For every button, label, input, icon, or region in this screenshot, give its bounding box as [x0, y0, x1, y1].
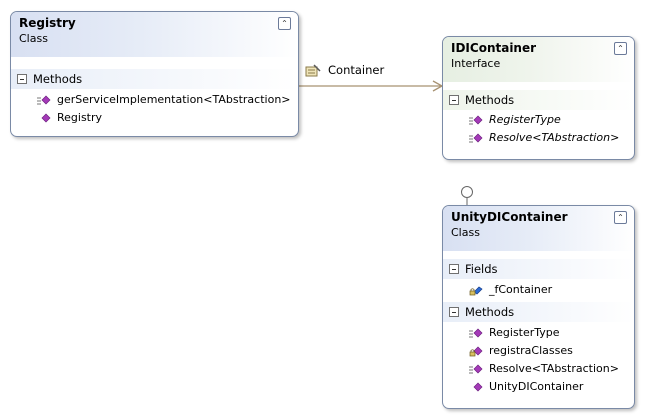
method-name: RegisterType — [489, 326, 560, 339]
method-name: Resolve<TAbstraction> — [489, 131, 620, 144]
method-name: RegisterType — [489, 113, 561, 126]
method-member[interactable]: Resolve<TAbstraction> — [443, 129, 634, 147]
interface-lollipop-icon[interactable] — [461, 186, 473, 198]
collapse-toggle-icon[interactable] — [449, 264, 459, 274]
registry-header: Registry Class ⌃ — [11, 12, 298, 57]
method-icon — [469, 133, 483, 143]
idicontainer-kind: Interface — [451, 57, 501, 70]
method-name: Resolve<TAbstraction> — [489, 362, 619, 375]
method-name: gerServiceImplementation<TAbstraction> — [57, 93, 291, 106]
private-field-icon — [469, 286, 483, 296]
method-icon — [473, 382, 483, 392]
field-member[interactable]: _fContainer — [443, 281, 634, 299]
registry-methods-section[interactable]: Methods — [11, 69, 298, 89]
collapse-toggle-icon[interactable] — [449, 95, 459, 105]
method-name: UnityDIContainer — [489, 380, 584, 393]
idicontainer-methods-section[interactable]: Methods — [443, 90, 634, 110]
idicontainer-interface-shape[interactable]: IDIContainer Interface ⌃ Methods Registe… — [442, 36, 635, 160]
method-member[interactable]: RegisterType — [443, 111, 634, 129]
unitydicontainer-name: UnityDIContainer — [451, 210, 568, 224]
section-title: Methods — [33, 72, 83, 86]
property-icon — [305, 64, 321, 77]
method-member[interactable]: registraClasses — [443, 342, 634, 360]
section-title: Methods — [465, 305, 515, 319]
method-name: Registry — [57, 111, 103, 124]
collapse-toggle-icon[interactable] — [449, 307, 459, 317]
method-member[interactable]: RegisterType — [443, 324, 634, 342]
unitydicontainer-fields-section[interactable]: Fields — [443, 259, 634, 279]
registry-class-name: Registry — [19, 16, 76, 30]
collapse-toggle-icon[interactable] — [17, 74, 27, 84]
method-icon — [469, 328, 483, 338]
section-title: Fields — [465, 262, 498, 276]
registry-collapse-button[interactable]: ⌃ — [278, 17, 291, 30]
registry-class-shape[interactable]: Registry Class ⌃ Methods gerServiceImple… — [10, 11, 299, 137]
registry-class-kind: Class — [19, 32, 48, 45]
unitydicontainer-collapse-button[interactable]: ⌃ — [614, 211, 627, 224]
method-member[interactable]: Registry — [11, 109, 298, 127]
section-title: Methods — [465, 93, 515, 107]
unitydicontainer-class-shape[interactable]: UnityDIContainer Class ⌃ Fields _fContai… — [442, 205, 635, 409]
private-method-icon — [469, 346, 483, 357]
idicontainer-name: IDIContainer — [451, 41, 537, 55]
method-member[interactable]: Resolve<TAbstraction> — [443, 360, 634, 378]
method-icon — [37, 95, 51, 105]
method-member[interactable]: gerServiceImplementation<TAbstraction> — [11, 91, 298, 109]
unitydicontainer-header: UnityDIContainer Class ⌃ — [443, 206, 634, 251]
field-name: _fContainer — [489, 283, 553, 296]
association-label-text: Container — [328, 63, 385, 77]
method-member[interactable]: UnityDIContainer — [443, 378, 634, 396]
unitydicontainer-methods-section[interactable]: Methods — [443, 302, 634, 322]
unitydicontainer-kind: Class — [451, 226, 480, 239]
idicontainer-header: IDIContainer Interface ⌃ — [443, 37, 634, 82]
idicontainer-collapse-button[interactable]: ⌃ — [614, 42, 627, 55]
method-icon — [469, 115, 483, 125]
method-name: registraClasses — [489, 344, 573, 357]
method-icon — [469, 364, 483, 374]
method-icon — [41, 113, 51, 123]
association-label[interactable]: Container — [305, 63, 384, 77]
